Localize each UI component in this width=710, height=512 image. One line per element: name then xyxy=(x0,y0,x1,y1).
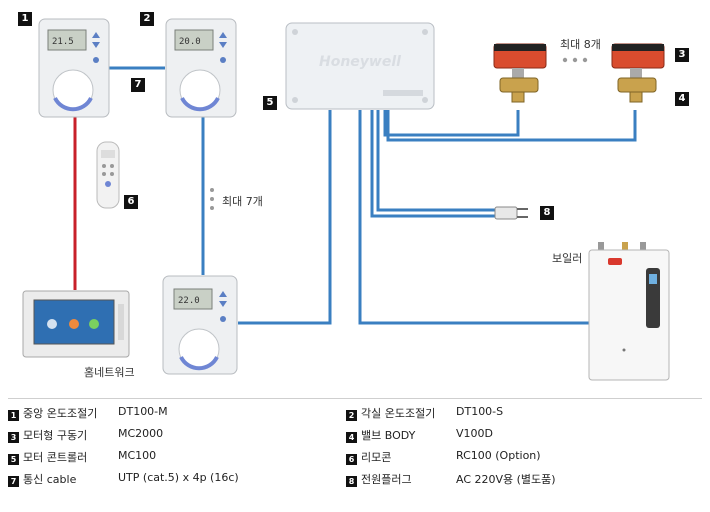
ellipsis-dots-horizontal xyxy=(562,57,588,63)
legend-num: 8 xyxy=(346,476,357,487)
marker-5: 5 xyxy=(263,96,277,110)
ellipsis-dots-vertical xyxy=(210,188,214,210)
legend-item-3: 3 모터형 구동기 MC2000 xyxy=(8,427,163,443)
central-thermostat: 21.5 xyxy=(38,18,110,118)
legend-num: 4 xyxy=(346,432,357,443)
legend-item-8: 8 전원플러그 AC 220V용 (별도품) xyxy=(346,471,556,487)
legend-name: 통신 cable xyxy=(23,473,77,486)
wiring-diagram xyxy=(73,57,637,325)
cable-to-actuator-1 xyxy=(383,110,520,137)
max-seven-label: 최대 7개 xyxy=(222,195,263,208)
communication-cables xyxy=(108,66,637,325)
motor-controller: Honeywell xyxy=(285,22,435,110)
legend-num: 6 xyxy=(346,454,357,465)
remote-icon xyxy=(96,141,120,209)
legend-name: 모터형 구동기 xyxy=(23,429,88,442)
legend-item-1: 1 중앙 온도조절기 DT100-M xyxy=(8,405,168,421)
motor-actuator-2 xyxy=(608,36,668,106)
cable-to-boiler xyxy=(358,110,590,325)
legend-num: 3 xyxy=(8,432,19,443)
controller-box-icon xyxy=(285,22,435,110)
panel-icon xyxy=(22,290,130,358)
legend-num: 7 xyxy=(8,476,19,487)
power-plug-icon xyxy=(494,206,528,220)
actuator-icon xyxy=(611,43,665,103)
legend-model: MC100 xyxy=(118,449,157,462)
cable-to-plug-2 xyxy=(376,110,495,212)
marker-8: 8 xyxy=(540,206,554,220)
thermostat-icon: 20.0 xyxy=(165,18,237,118)
legend-name: 전원플러그 xyxy=(361,473,412,486)
legend-name: 모터 콘트롤러 xyxy=(23,451,88,464)
legend-item-5: 5 모터 콘트롤러 MC100 xyxy=(8,449,156,465)
svg-text:21.5: 21.5 xyxy=(52,37,74,47)
legend-model: DT100-M xyxy=(118,405,168,418)
thermostat-icon: 22.0 xyxy=(162,275,238,375)
marker-2: 2 xyxy=(140,12,154,26)
svg-text:22.0: 22.0 xyxy=(178,296,200,306)
legend-item-2: 2 각실 온도조절기 DT100-S xyxy=(346,405,503,421)
marker-7: 7 xyxy=(131,78,145,92)
legend-name: 중앙 온도조절기 xyxy=(23,407,98,420)
legend-model: RC100 (Option) xyxy=(456,449,541,462)
legend-model: AC 220V용 (별도품) xyxy=(456,473,556,486)
legend-item-6: 6 리모콘 RC100 (Option) xyxy=(346,449,541,465)
boiler-icon xyxy=(588,242,670,381)
controller-brand-text: Honeywell xyxy=(319,54,401,70)
legend-model: UTP (cat.5) x 4p (16c) xyxy=(118,471,239,484)
marker-4: 4 xyxy=(675,92,689,106)
actuator-icon xyxy=(493,43,547,103)
boiler-label: 보일러 xyxy=(552,252,583,265)
marker-3: 3 xyxy=(675,48,689,62)
cable-to-actuator-2 xyxy=(386,110,637,142)
legend-item-4: 4 밸브 BODY V100D xyxy=(346,427,493,443)
max-eight-label: 최대 8개 xyxy=(560,38,601,51)
boiler xyxy=(588,240,670,382)
legend-item-7: 7 통신 cable UTP (cat.5) x 4p (16c) xyxy=(8,471,239,487)
thermostat-icon: 21.5 xyxy=(38,18,110,118)
legend-model: MC2000 xyxy=(118,427,164,440)
legend-num: 5 xyxy=(8,454,19,465)
cable-to-plug xyxy=(370,110,495,218)
room-thermostat-last: 22.0 xyxy=(162,275,238,375)
legend-name: 밸브 BODY xyxy=(361,429,416,442)
motor-actuator-1 xyxy=(490,36,550,106)
legend-num: 1 xyxy=(8,410,19,421)
svg-text:20.0: 20.0 xyxy=(179,37,201,47)
marker-6: 6 xyxy=(124,195,138,209)
legend-name: 리모콘 xyxy=(361,451,392,464)
legend-model: V100D xyxy=(456,427,493,440)
remote-control xyxy=(95,140,121,210)
legend-divider xyxy=(8,398,702,399)
legend-model: DT100-S xyxy=(456,405,504,418)
room-thermostat: 20.0 xyxy=(165,18,237,118)
legend-name: 각실 온도조절기 xyxy=(361,407,436,420)
cable-bottom-to-controller xyxy=(238,110,332,325)
home-network-panel xyxy=(22,290,130,358)
home-network-label: 홈네트워크 xyxy=(84,366,135,379)
marker-1: 1 xyxy=(18,12,32,26)
legend-num: 2 xyxy=(346,410,357,421)
